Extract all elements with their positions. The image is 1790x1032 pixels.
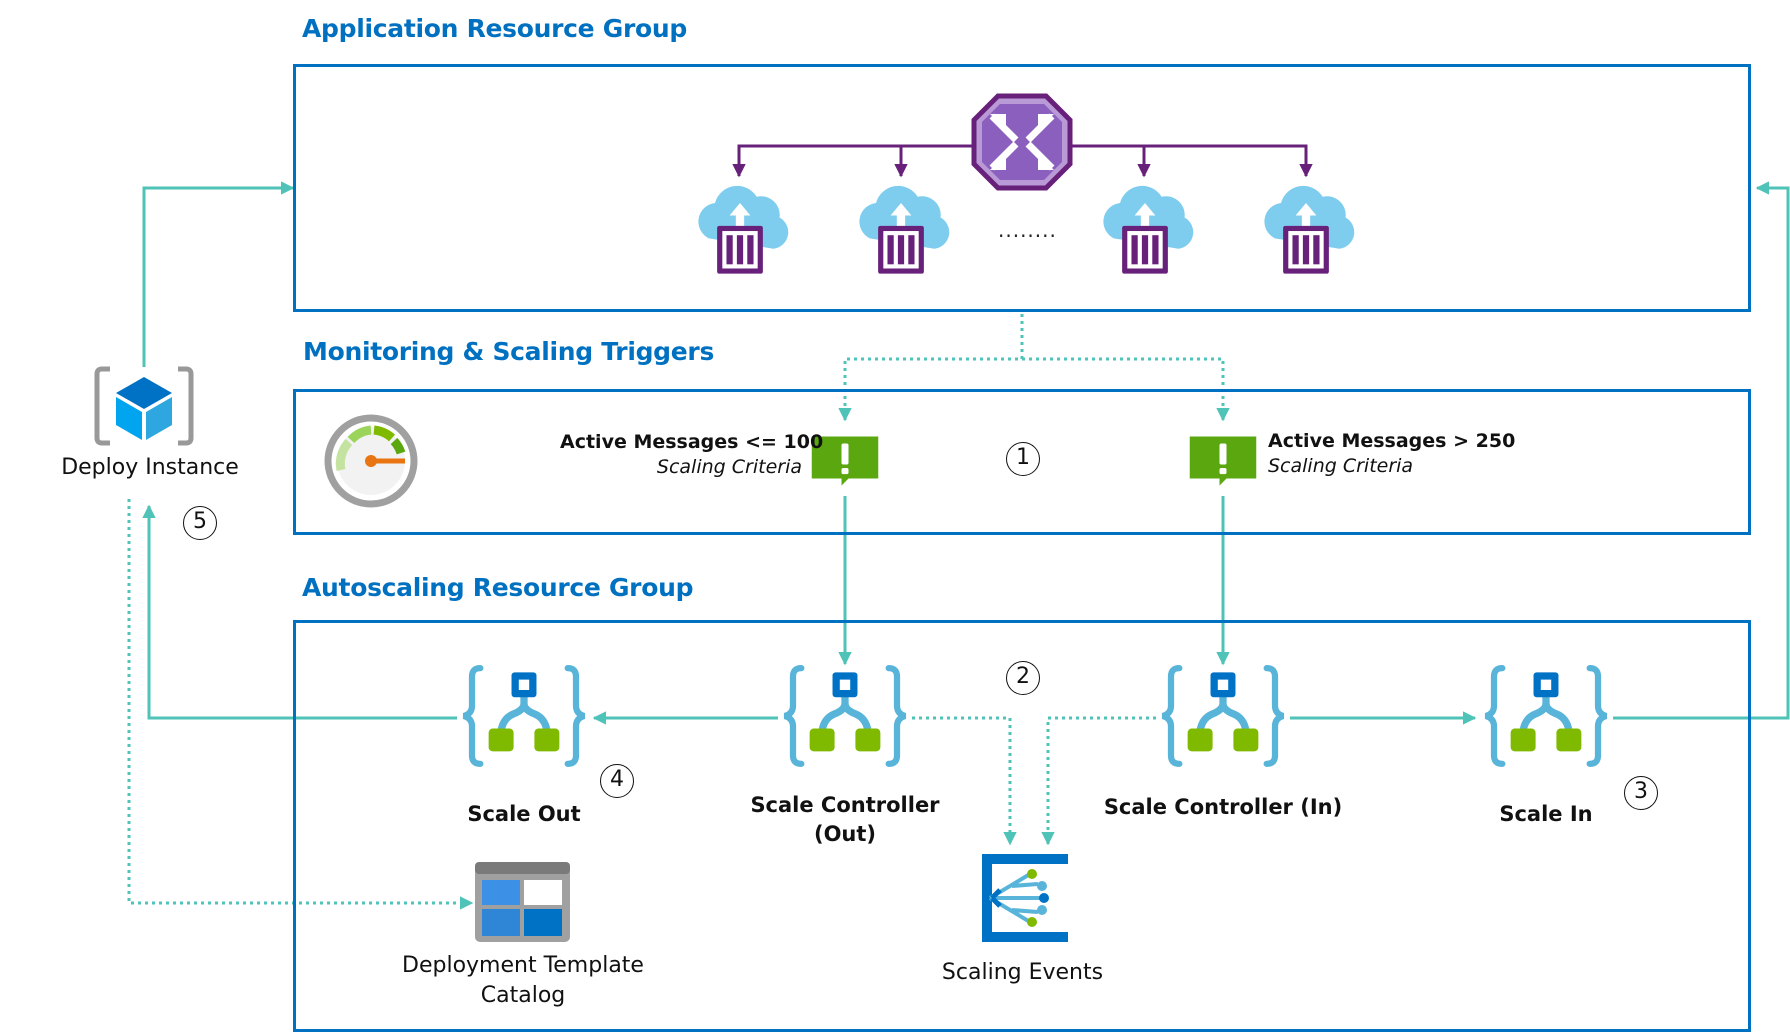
scaling-events-label: Scaling Events (941, 960, 1104, 985)
more-instances-ellipsis: ........ (998, 218, 1057, 242)
scale-out-label: Scale Out (467, 802, 581, 826)
catalog-label-line2: Catalog (480, 983, 566, 1008)
autoscaling-resource-group (293, 620, 1751, 1032)
autoscaling-group-title: Autoscaling Resource Group (302, 573, 694, 602)
scale-controller-out-label-line2: (Out) (813, 822, 877, 846)
deployment-template-catalog-label: Deployment Template Catalog (393, 951, 653, 1011)
step-2-marker: 2 (1006, 661, 1040, 695)
application-group-title: Application Resource Group (302, 14, 687, 43)
application-resource-group (293, 64, 1751, 312)
scale-controller-in-label: Scale Controller (In) (1103, 795, 1343, 819)
gauge-icon (324, 414, 418, 508)
deploy-instance-label: Deploy Instance (61, 455, 239, 480)
step-1-marker: 1 (1006, 442, 1040, 476)
step-4-marker: 4 (600, 764, 634, 798)
step-5-marker: 5 (183, 506, 217, 540)
scale-in-label: Scale In (1499, 802, 1593, 826)
monitoring-scaling-triggers-group (293, 389, 1751, 535)
load-balancer-connectors (732, 144, 1313, 178)
scale-controller-out-label: Scale Controller (Out) (735, 791, 955, 849)
autoscaling-connectors (142, 181, 1790, 725)
scale-out-criteria-title: Active Messages <= 100 (560, 431, 824, 453)
load-balancer-icon (971, 93, 1073, 191)
monitoring-group-title: Monitoring & Scaling Triggers (303, 337, 715, 366)
dotted-connectors (127, 499, 1156, 910)
catalog-label-line1: Deployment Template (402, 953, 644, 978)
deploy-cube-icon (94, 366, 194, 446)
step-3-marker: 3 (1624, 776, 1658, 810)
scale-in-criteria-subtitle: Scaling Criteria (1268, 455, 1414, 477)
scale-out-criteria: Active Messages <= 100 Scaling Criteria (560, 430, 824, 480)
scale-in-criteria: Active Messages > 250 Scaling Criteria (1268, 429, 1515, 479)
event-grid-icon (982, 854, 1068, 942)
scale-controller-out-label-line1: Scale Controller (750, 793, 940, 817)
trigger-connectors (838, 496, 1230, 666)
template-catalog-icon (475, 862, 570, 942)
scale-in-criteria-title: Active Messages > 250 (1268, 430, 1516, 452)
scale-out-criteria-subtitle: Scaling Criteria (656, 456, 802, 478)
